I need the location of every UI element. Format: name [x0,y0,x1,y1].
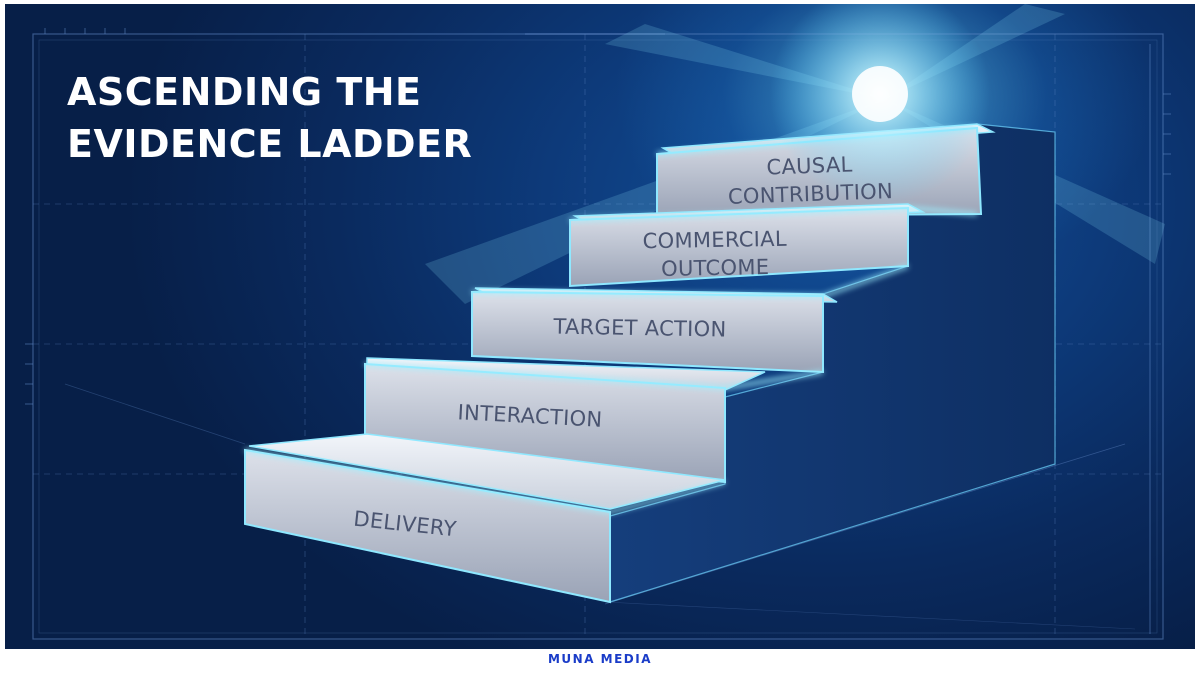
step-label-commercial-outcome: COMMERCIAL OUTCOME [642,226,788,281]
step-label-causal-contribution: CAUSAL CONTRIBUTION [727,152,894,209]
title-line-2: EVIDENCE LADDER [67,122,473,166]
step-1 [244,433,726,604]
step-label-target-action: TARGET ACTION [553,314,727,342]
slide: ASCENDING THE EVIDENCE LADDER DELIVERY I… [5,4,1195,649]
brand-logo: MUNA MEDIA [547,652,653,666]
title-line-1: ASCENDING THE [67,70,422,114]
staircase-illustration [25,4,1171,640]
page-title: ASCENDING THE EVIDENCE LADDER [67,66,587,170]
